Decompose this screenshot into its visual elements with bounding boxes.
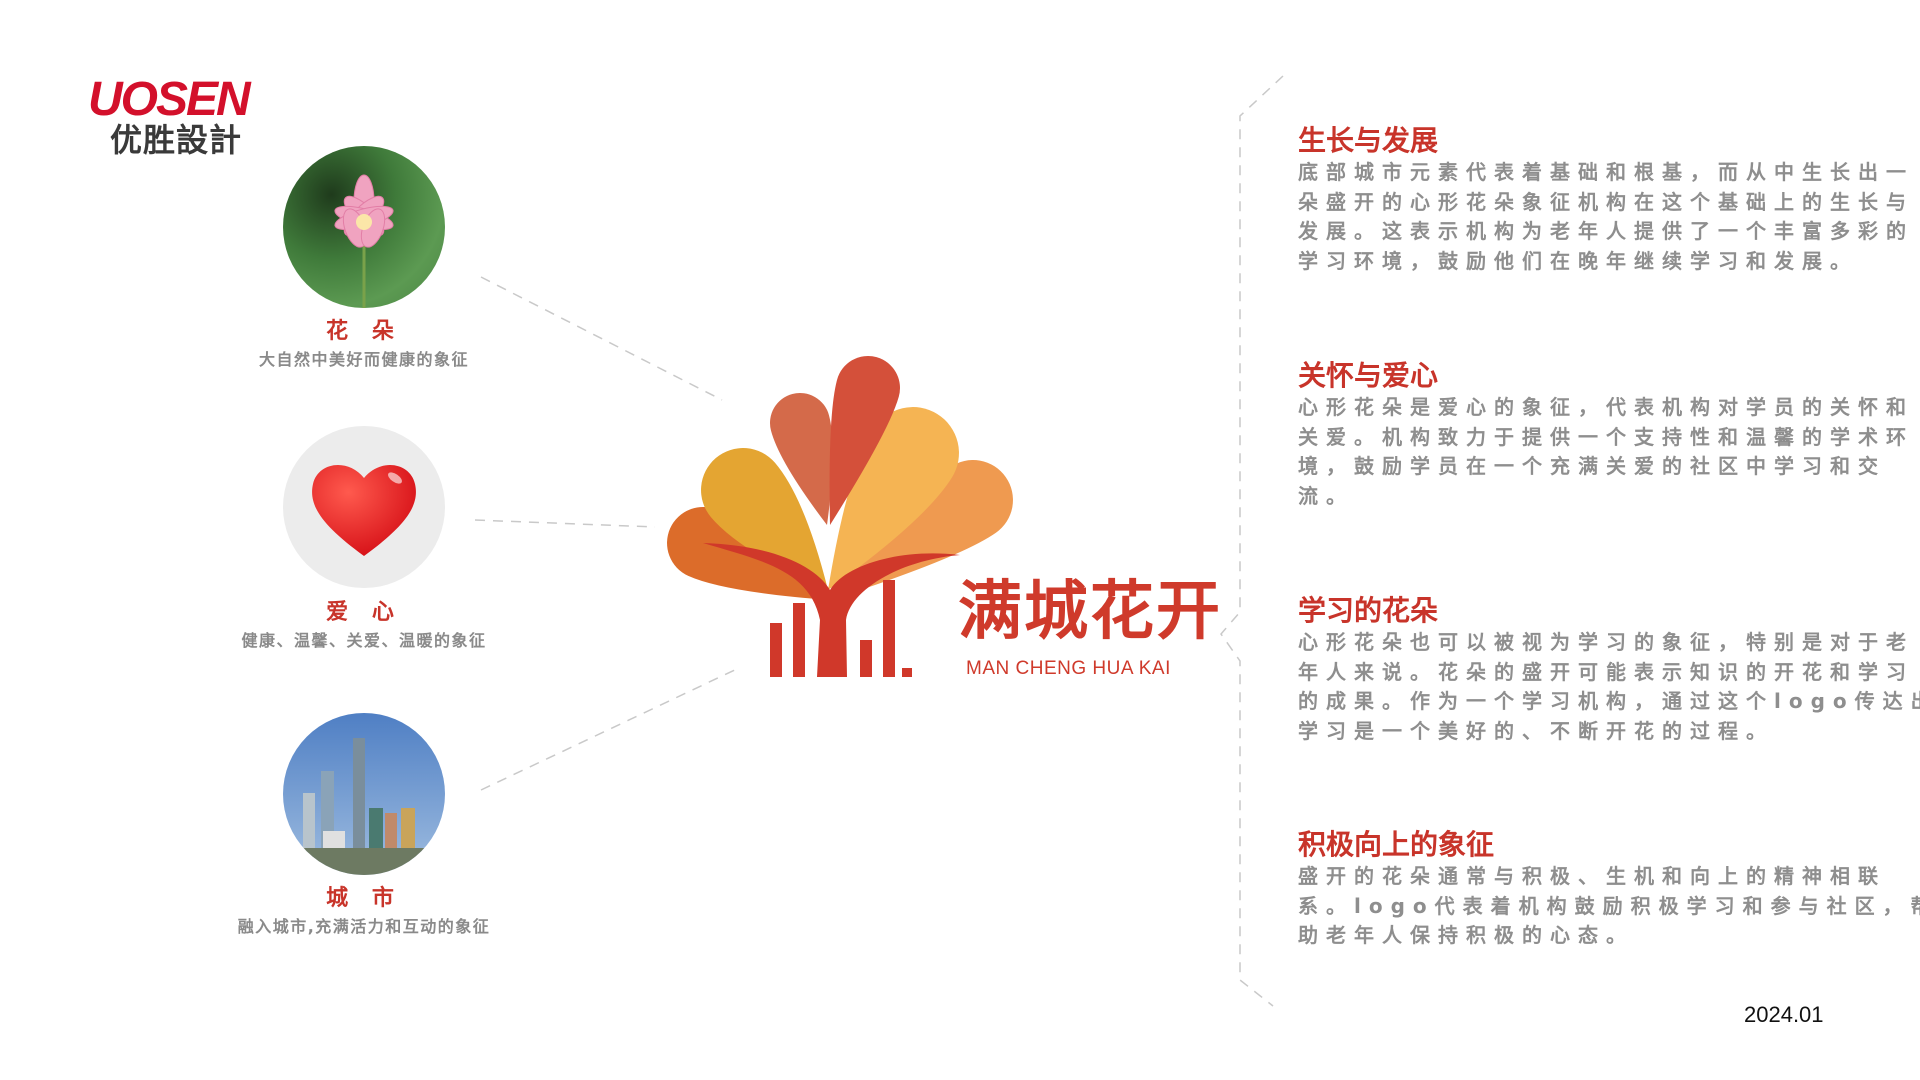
meaning-text-line: 底部城市元素代表着基础和根基，而从中生长出一 (1298, 160, 1914, 184)
connector-city (480, 666, 742, 791)
element-subtitle: 大自然中美好而健康的象征 (258, 350, 469, 369)
connector-flower (480, 276, 723, 401)
brand-name-cn: 优胜設計 (110, 121, 243, 159)
logo-name-cn: 满城花开 (958, 574, 1222, 649)
petal-top-right (829, 356, 900, 525)
petal-right-yellow (828, 407, 959, 590)
petal-left-yellow (701, 448, 828, 590)
element-title: 花 朵 (326, 319, 402, 344)
logo-name-en: MAN CHENG HUA KAI (966, 658, 1171, 679)
meaning-title: 关怀与爱心 (1298, 359, 1439, 392)
element-title: 爱 心 (326, 600, 402, 625)
connector-heart (474, 519, 656, 528)
meaning-text-line: 朵盛开的心形花朵象征机构在这个基础上的生长与 (1298, 189, 1914, 214)
brand-logo: UOSEN 优胜設計 (88, 73, 258, 159)
meaning-block-learning: 学习的花朵 心形花朵也可以被视为学习的象征，特别是对于老年人来说。花朵的盛开可能… (1298, 594, 1920, 746)
meaning-text-line: 心形花朵是爱心的象征，代表机构对学员的关怀和 (1298, 395, 1914, 419)
element-subtitle: 融入城市,充满活力和互动的象征 (237, 917, 491, 936)
date-label: 2024.01 (1744, 1002, 1824, 1027)
element-flower: 花 朵 大自然中美好而健康的象征 (164, 319, 564, 371)
bracket-line (1220, 75, 1284, 1007)
heart-icon (312, 465, 416, 556)
meaning-text-line: 助老年人保持积极的心态。 (1298, 923, 1634, 947)
meaning-text-line: 年人来说。花朵的盛开可能表示知识的开花和学习 (1298, 659, 1914, 684)
petal-top-left (769, 393, 833, 525)
element-title: 城 市 (326, 886, 402, 911)
meaning-block-care: 关怀与爱心 心形花朵是爱心的象征，代表机构对学员的关怀和关爱。机构致力于提供一个… (1298, 359, 1914, 511)
brand-name-en: UOSEN (88, 73, 251, 126)
meaning-title: 生长与发展 (1298, 124, 1439, 157)
meaning-text-line: 心形花朵也可以被视为学习的象征，特别是对于老 (1298, 630, 1914, 654)
element-heart: 爱 心 健康、温馨、关爱、温暖的象征 (164, 600, 564, 652)
meaning-block-growth: 生长与发展 底部城市元素代表着基础和根基，而从中生长出一朵盛开的心形花朵象征机构… (1298, 124, 1914, 276)
element-city: 城 市 融入城市,充满活力和互动的象征 (164, 886, 564, 938)
meaning-text-line: 盛开的花朵通常与积极、生机和向上的精神相联 (1298, 864, 1886, 888)
meaning-text-line: 系。logo代表着机构鼓励积极学习和参与社区，帮 (1298, 893, 1920, 918)
city-bars (703, 543, 960, 677)
meaning-text-line: 的成果。作为一个学习机构，通过这个logo传达出 (1298, 689, 1920, 713)
heart-photo (283, 426, 445, 588)
meaning-title: 积极向上的象征 (1298, 828, 1495, 861)
meaning-title: 学习的花朵 (1298, 594, 1439, 627)
meaning-block-positive: 积极向上的象征 盛开的花朵通常与积极、生机和向上的精神相联系。logo代表着机构… (1298, 828, 1920, 951)
meaning-text-line: 发展。这表示机构为老年人提供了一个丰富多彩的 (1298, 219, 1914, 243)
meaning-text-line: 境，鼓励学员在一个充满关爱的社区中学习和交 (1298, 454, 1886, 478)
meaning-text-line: 流。 (1298, 483, 1354, 508)
meaning-text-line: 学习是一个美好的、不断开花的过程。 (1298, 718, 1774, 743)
meaning-text-line: 学习环境，鼓励他们在晚年继续学习和发展。 (1298, 248, 1858, 273)
meaning-text-line: 关爱。机构致力于提供一个支持性和温馨的学术环 (1298, 424, 1914, 449)
lotus-flower-photo (283, 146, 445, 308)
element-subtitle: 健康、温馨、关爱、温暖的象征 (241, 631, 487, 650)
